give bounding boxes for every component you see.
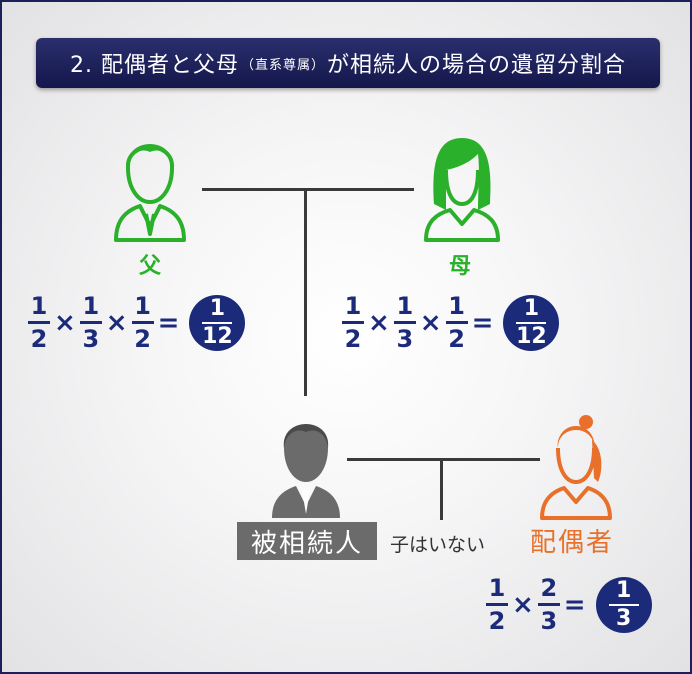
parents-to-decedent-line	[304, 188, 307, 396]
father-label: 父	[138, 254, 161, 279]
times-sign: ×	[512, 589, 534, 620]
female-person-icon	[424, 138, 500, 242]
male-person-icon	[114, 144, 186, 242]
decedent-label: 被相続人	[237, 522, 377, 560]
title-suffix: が相続人の場合の遺留分割合	[326, 53, 626, 78]
times-sign: ×	[105, 307, 128, 338]
times-sign: ×	[419, 307, 442, 338]
times-sign: ×	[368, 307, 390, 338]
equals-sign: =	[563, 589, 586, 620]
mother-label: 母	[448, 254, 471, 279]
title-banner: 2. 配偶者と父母 （直系尊属） が相続人の場合の遺留分割合	[36, 38, 660, 88]
parents-connector	[202, 188, 414, 191]
no-children-note: 子はいない	[390, 534, 486, 556]
marriage-line	[347, 458, 540, 461]
times-sign: ×	[54, 307, 76, 338]
equals-sign: =	[157, 307, 180, 338]
male-person-icon	[272, 424, 340, 518]
female-person-icon	[540, 415, 612, 520]
title-paren: （直系尊属）	[240, 57, 325, 73]
equals-sign: =	[471, 307, 494, 338]
children-line	[440, 458, 443, 520]
title-prefix: 2. 配偶者と父母	[69, 53, 239, 78]
spouse-label: 配偶者	[530, 528, 615, 558]
